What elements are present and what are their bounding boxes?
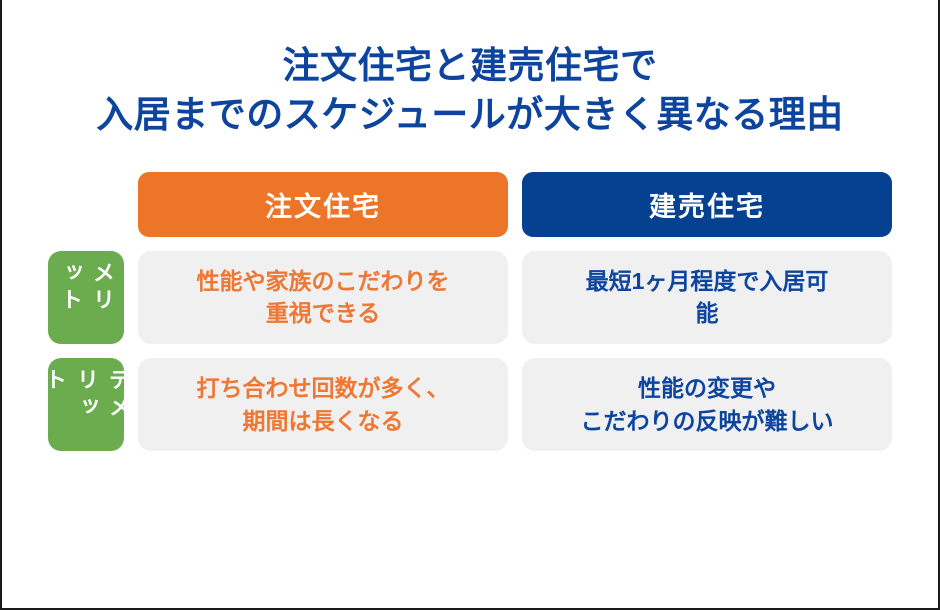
cell-demerit-spec-home: 性能の変更や こだわりの反映が難しい <box>522 357 892 452</box>
column-header-spec-home: 建売住宅 <box>522 171 892 237</box>
cell-demerit-custom-home: 打ち合わせ回数が多く、 期間は長くなる <box>138 357 508 452</box>
cell-demerit-spec-home-line-2: こだわりの反映が難しい <box>580 407 834 434</box>
row-label-demerit-text: デメリット <box>42 367 131 422</box>
cell-demerit-spec-home-line-1: 性能の変更や <box>638 374 776 401</box>
cell-merit-spec-home: 最短1ヶ月程度で入居可 能 <box>522 250 892 344</box>
cell-merit-custom-home-line-1: 性能や家族のこだわりを <box>196 267 450 294</box>
canvas-edge-left <box>0 0 2 610</box>
cell-demerit-spec-home-text: 性能の変更や こだわりの反映が難しい <box>581 372 834 437</box>
cell-demerit-custom-home-line-1: 打ち合わせ回数が多く、 <box>196 374 450 401</box>
table-corner-spacer <box>48 172 124 237</box>
cell-merit-spec-home-line-2: 能 <box>695 300 719 327</box>
page-title-line-1: 注文住宅と建売住宅で <box>282 45 658 86</box>
column-header-custom-home: 注文住宅 <box>138 171 508 237</box>
row-label-merit: メリット <box>48 250 124 344</box>
cell-merit-custom-home-text: 性能や家族のこだわりを 重視できる <box>197 265 450 330</box>
page-title: 注文住宅と建売住宅で 入居までのスケジュールが大きく異なる理由 <box>24 0 916 140</box>
column-header-custom-home-label: 注文住宅 <box>265 191 381 222</box>
column-header-spec-home-label: 建売住宅 <box>649 191 765 222</box>
cell-demerit-custom-home-text: 打ち合わせ回数が多く、 期間は長くなる <box>197 372 450 437</box>
cell-merit-spec-home-line-1: 最短1ヶ月程度で入居可 <box>585 267 829 294</box>
cell-demerit-custom-home-line-2: 期間は長くなる <box>242 407 404 434</box>
row-label-demerit: デメリット <box>42 357 131 452</box>
cell-merit-custom-home: 性能や家族のこだわりを 重視できる <box>138 250 508 344</box>
canvas-edge-bottom <box>0 608 940 610</box>
row-label-merit-text: メリット <box>58 260 115 315</box>
cell-merit-spec-home-text: 最短1ヶ月程度で入居可 能 <box>586 265 829 330</box>
comparison-table: 注文住宅 建売住宅 メリット 性能や家族のこだわりを 重視できる 最短1ヶ月程度… <box>24 171 916 452</box>
canvas-edge-right <box>938 0 940 610</box>
cell-merit-custom-home-line-2: 重視できる <box>265 300 381 327</box>
page-title-line-2: 入居までのスケジュールが大きく異なる理由 <box>96 93 844 135</box>
